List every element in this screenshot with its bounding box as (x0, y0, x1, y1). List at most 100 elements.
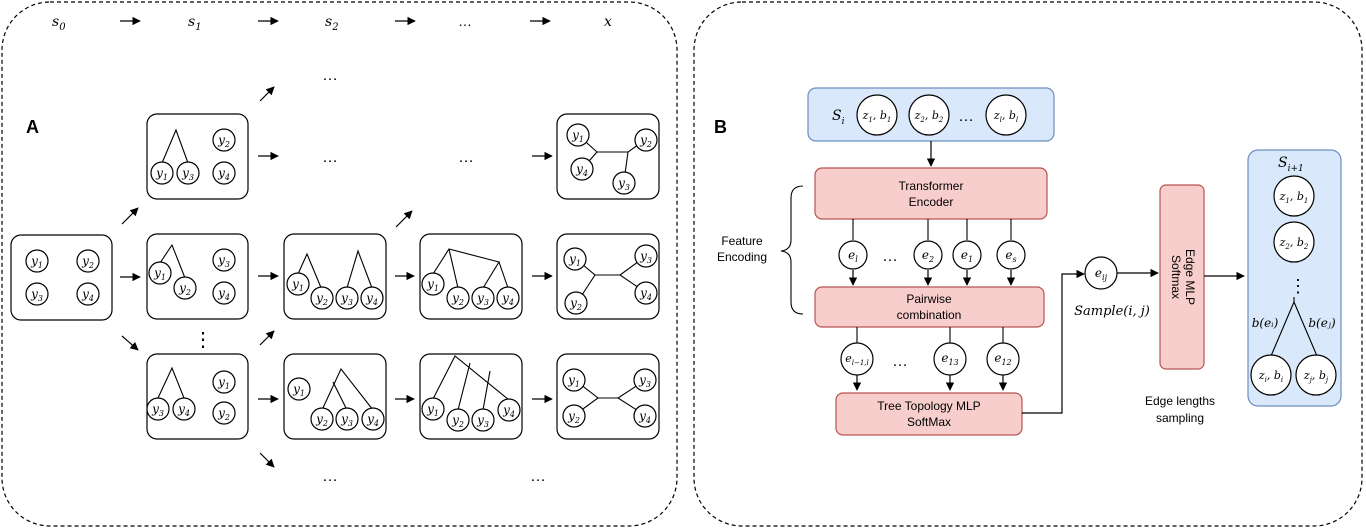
svg-text:y4: y4 (177, 402, 190, 418)
svg-text:y2: y2 (217, 406, 230, 422)
tree-mlp-box (835, 392, 1023, 436)
svg-text:e12: e12 (994, 351, 1011, 367)
node-y2: y2 (310, 286, 334, 310)
node-y2: y2 (310, 407, 334, 431)
node-y2: y2 (564, 291, 588, 315)
svg-text:b(eᵢ): b(eᵢ) (1252, 316, 1279, 330)
svg-text:y3: y3 (476, 413, 489, 429)
svg-text:y1: y1 (568, 252, 581, 268)
node-y3: y3 (25, 282, 49, 306)
svg-text:y2: y2 (178, 281, 191, 297)
svg-text:y1: y1 (426, 277, 439, 293)
svg-text:y4: y4 (502, 403, 515, 419)
node-y1: y1 (25, 249, 49, 273)
node-y3: y3 (633, 368, 657, 392)
tree-to-eij-arrow (1022, 269, 1085, 414)
svg-text:e1: e1 (961, 248, 973, 264)
svg-text:y2: y2 (315, 412, 328, 428)
svg-text:y2: y2 (567, 409, 580, 425)
svg-text:s0: s0 (52, 14, 66, 33)
node-eij: eij (1084, 256, 1118, 290)
edge-lengths-label-1: Edge lengths (1145, 394, 1215, 408)
node-y3: y3 (335, 407, 359, 431)
svg-text:z1, b1: z1, b1 (862, 109, 892, 124)
svg-text:…: … (892, 353, 908, 370)
svg-text:…: … (530, 468, 546, 485)
svg-text:y3: y3 (638, 373, 651, 389)
edge-mlp-label-1: Edge MLP (1183, 249, 1197, 305)
svg-text:s2: s2 (325, 14, 339, 33)
svg-text:y3: y3 (617, 176, 630, 192)
svg-text:y4: y4 (217, 166, 230, 182)
svg-text:b(eⱼ): b(eⱼ) (1308, 316, 1336, 330)
pairwise-box (814, 286, 1045, 328)
tree-mlp-label-1: Tree Topology MLP (877, 399, 980, 413)
transformer-label-2: Encoder (909, 195, 954, 209)
embedding-row-2: el−1,l … e13 e12 (840, 327, 1020, 391)
node-zl-bl: zl, bl (985, 94, 1027, 136)
svg-text:…: … (882, 248, 898, 265)
svg-text:y4: y4 (366, 412, 379, 428)
feature-encoding-label-2: Encoding (717, 250, 767, 264)
svg-text:y4: y4 (638, 409, 651, 425)
node-y4: y4 (212, 281, 236, 305)
tree-mlp-label-2: SoftMax (907, 415, 951, 429)
node-es: es (996, 240, 1026, 270)
node-y1: y1 (563, 247, 587, 271)
node-y4: y4 (360, 286, 384, 310)
svg-text:y4: y4 (501, 291, 514, 307)
svg-text:y1: y1 (155, 166, 168, 182)
panel-a-label: A (26, 117, 39, 137)
svg-text:Si: Si (832, 108, 845, 127)
svg-text:y4: y4 (217, 286, 230, 302)
node-y4: y4 (634, 281, 658, 305)
svg-text:y2: y2 (569, 296, 582, 312)
svg-text:z2, b2: z2, b2 (1279, 236, 1309, 251)
svg-text:y1: y1 (30, 254, 43, 270)
node-y3: y3 (176, 161, 200, 185)
svg-text:z1, b1: z1, b1 (1279, 190, 1309, 205)
panel-a-frame (1, 1, 678, 527)
node-el: el (838, 240, 868, 270)
node-zj-bj: zj, bj (1295, 354, 1337, 396)
svg-text:e2: e2 (922, 248, 934, 264)
svg-text:…: … (958, 108, 974, 125)
edge-lengths-label-2: sampling (1156, 411, 1204, 425)
node-y4: y4 (361, 407, 385, 431)
sample-label: Sample(i, j) (1074, 304, 1150, 319)
svg-text:y2: y2 (81, 254, 94, 270)
node-e1: e1 (952, 240, 982, 270)
node-y1: y1 (562, 368, 586, 392)
svg-text:…: … (458, 13, 472, 29)
node-y1: y1 (212, 370, 236, 394)
svg-text:y1: y1 (426, 402, 439, 418)
node-y1: y1 (286, 272, 310, 296)
svg-text:y1: y1 (153, 266, 166, 282)
node-y2: y2 (446, 286, 470, 310)
svg-text:y4: y4 (639, 286, 652, 302)
node-y2: y2 (212, 401, 236, 425)
node-z2-b2: z2, b2 (908, 94, 950, 136)
panel-a-nodes: y1 y2 y3 y4 y1 y3 y2 y4 y1 y2 y3 y4 y3 y… (25, 123, 658, 432)
svg-text:…: … (322, 468, 338, 485)
input-state: Si z1, b1 z2, b2 … zl, bl (832, 94, 1027, 136)
node-y3: y3 (612, 171, 636, 195)
svg-text:…: … (322, 149, 338, 166)
output-state-box (1247, 149, 1342, 407)
svg-text:es: es (1005, 248, 1016, 264)
svg-text:y1: y1 (292, 382, 305, 398)
node-e12: e12 (986, 342, 1020, 376)
svg-text:y3: y3 (151, 402, 164, 418)
edge-mlp-label-2: Softmax (1169, 255, 1183, 299)
node-y1: y1 (421, 272, 445, 296)
node-y3: y3 (335, 286, 359, 310)
svg-text:s1: s1 (188, 14, 202, 33)
svg-text:z2, b2: z2, b2 (914, 109, 944, 124)
node-y4: y4 (633, 404, 657, 428)
ellipses-a: … … … … … ⋮ (193, 67, 546, 485)
svg-text:e13: e13 (941, 351, 958, 367)
svg-text:y4: y4 (365, 291, 378, 307)
node-y2: y2 (634, 128, 658, 152)
svg-text:y2: y2 (315, 291, 328, 307)
